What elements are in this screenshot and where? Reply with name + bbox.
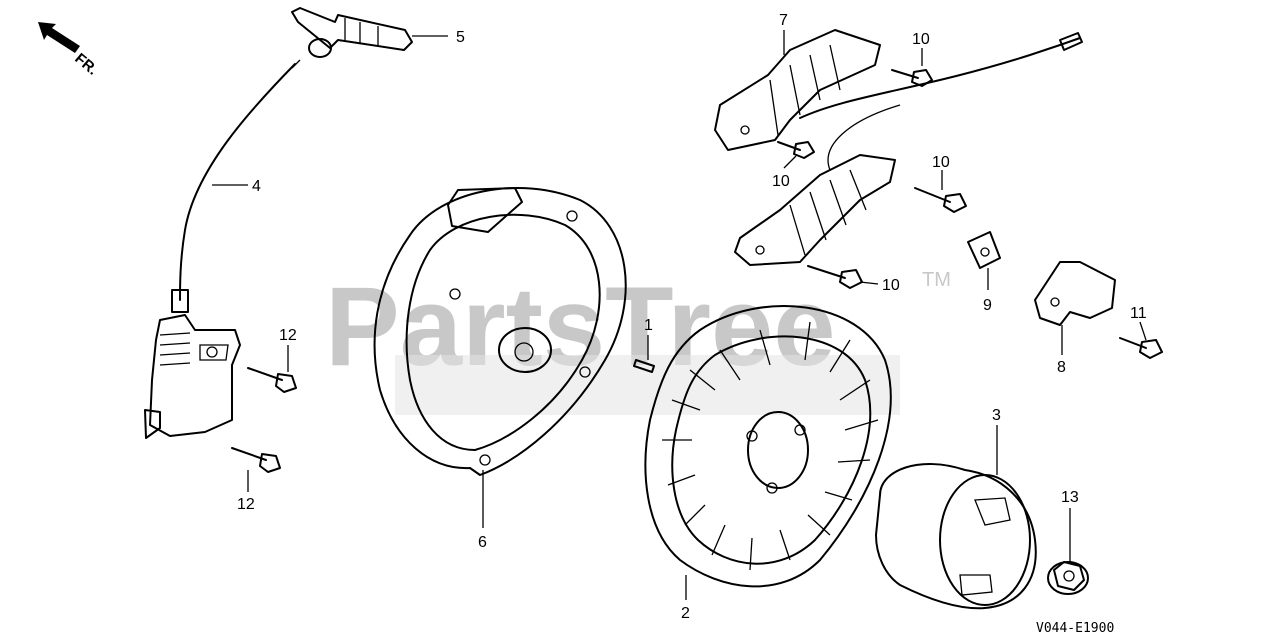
part-bolt-upper: [247, 367, 297, 393]
front-direction-label: FR.: [71, 50, 100, 79]
callouts: 5 4 12 12 6 1 2 3 13 7 10 10 10 10 9 8 1…: [237, 12, 1147, 622]
callout-4: 4: [252, 178, 261, 195]
callout-10-d: 10: [882, 277, 900, 294]
part-stator-base: [373, 186, 627, 476]
watermark-trademark: TM: [922, 269, 951, 291]
callout-12-lower: 12: [237, 496, 255, 513]
callout-6: 6: [478, 534, 487, 551]
callout-3: 3: [992, 407, 1001, 424]
callout-7: 7: [779, 12, 788, 29]
part-clip: [967, 231, 1001, 269]
part-charge-coil-upper: [714, 29, 1083, 151]
callout-10-a: 10: [912, 31, 930, 48]
part-flange-nut: [1047, 561, 1089, 595]
callout-11: 11: [1130, 305, 1147, 322]
diagram-code: V044-E1900: [1036, 621, 1114, 636]
part-screw-4: [807, 265, 863, 289]
part-ignition-coil: [144, 314, 241, 439]
callout-1: 1: [644, 317, 653, 334]
callout-10-c: 10: [932, 154, 950, 171]
callout-8: 8: [1057, 359, 1066, 376]
watermark: PartsTree TM: [325, 264, 951, 415]
part-flywheel: [644, 305, 892, 588]
part-bolt-lower: [231, 447, 281, 473]
callout-9: 9: [983, 297, 992, 314]
front-arrow-icon: [38, 22, 80, 53]
part-screw-3: [914, 187, 967, 213]
front-direction-indicator: FR.: [38, 22, 101, 79]
part-bracket: [1034, 261, 1116, 326]
callout-13: 13: [1061, 489, 1079, 506]
callout-10-b: 10: [772, 173, 790, 190]
part-high-tension-cord: [171, 59, 301, 313]
part-starter-pulley: [875, 463, 1037, 610]
leader-lines: [212, 30, 1147, 600]
watermark-dot-band: [395, 355, 900, 415]
callout-5: 5: [456, 29, 465, 46]
part-screw-1: [891, 69, 933, 87]
part-woodruff-key: [633, 359, 655, 373]
part-charge-coil-lower: [734, 104, 901, 266]
part-screw-2: [777, 141, 815, 159]
part-bolt-11: [1119, 337, 1163, 359]
callout-2: 2: [681, 605, 690, 622]
callout-12-upper: 12: [279, 327, 297, 344]
part-spark-plug-cap: [291, 7, 413, 58]
